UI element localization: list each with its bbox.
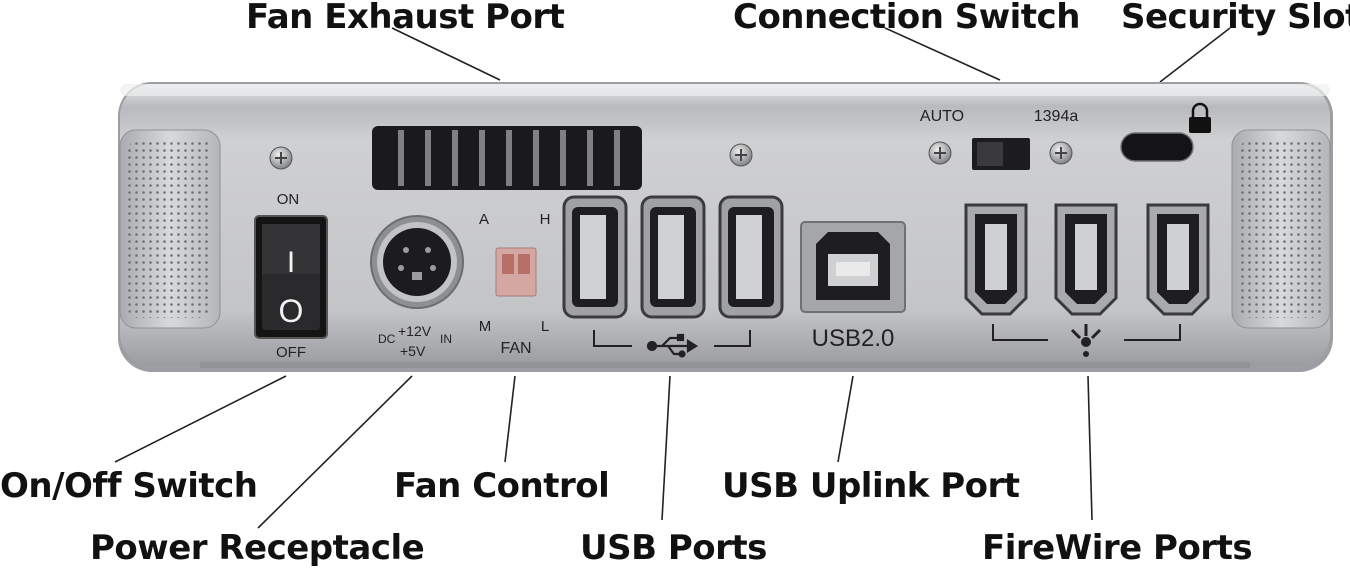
leader-security-slot [1159,27,1231,83]
callout-usb-ports: USB Ports [580,528,767,568]
usb-port-1[interactable] [562,195,628,319]
callout-connection-switch: Connection Switch [733,0,1080,37]
callout-power-receptacle: Power Receptacle [90,528,425,568]
callout-fan-control: Fan Control [394,466,610,506]
usb-port-2[interactable] [640,195,706,319]
leader-usb-uplink [837,375,854,463]
fan-label-l: L [541,318,549,335]
label-off: OFF [276,344,306,361]
padlock-icon [1189,102,1211,133]
leader-connection-switch [884,27,1001,81]
connection-switch[interactable] [972,138,1030,170]
leader-power [257,375,413,529]
security-slot[interactable] [1120,132,1194,162]
leader-on-off [114,375,287,463]
firewire-bracket [992,324,1181,341]
label-12v: +12V [398,323,432,339]
firewire-port-3[interactable] [1146,203,1210,316]
screw-icon [1049,141,1073,165]
label-5v: +5V [400,343,426,359]
firewire-port-1[interactable] [964,203,1028,316]
fan-label-h: H [540,211,551,228]
callout-on-off-switch: On/Off Switch [0,466,258,506]
fan-exhaust-vent [372,126,642,190]
usb2-label: USB2.0 [812,325,895,352]
usb-uplink-port[interactable] [800,221,906,313]
leader-usb-ports [661,375,671,521]
leader-lines [114,27,1231,529]
fan-label-m: M [479,318,492,335]
leader-firewire [1087,375,1093,521]
leader-fan-control [504,375,516,463]
firewire-port-2[interactable] [1054,203,1118,316]
power-receptacle[interactable] [370,215,464,309]
screw-icon [269,146,293,170]
usb-trident-icon [646,333,699,358]
label-dc: DC [378,332,396,346]
fan-label: FAN [500,340,531,357]
firewire-icon [1070,324,1102,357]
switch-bottom-mark: O [279,293,304,329]
callout-firewire-ports: FireWire Ports [982,528,1253,568]
fan-control-dip-switch[interactable] [495,247,537,297]
label-on: ON [277,191,300,208]
label-auto: AUTO [920,108,964,125]
leader-fan-exhaust [391,27,501,81]
switch-top-mark: I [287,246,295,279]
usb-ports-bracket [593,330,751,347]
screws [269,141,1073,170]
screw-icon [729,143,753,167]
usb-port-3[interactable] [718,195,784,319]
callout-usb-uplink-port: USB Uplink Port [722,466,1020,506]
fan-label-a: A [479,211,489,228]
callout-security-slot: Security Slot [1121,0,1350,37]
callout-fan-exhaust-port: Fan Exhaust Port [246,0,565,37]
screw-icon [928,141,952,165]
on-off-rocker-switch[interactable] [254,215,328,339]
label-in: IN [440,332,452,346]
label-1394a: 1394a [1034,108,1079,125]
